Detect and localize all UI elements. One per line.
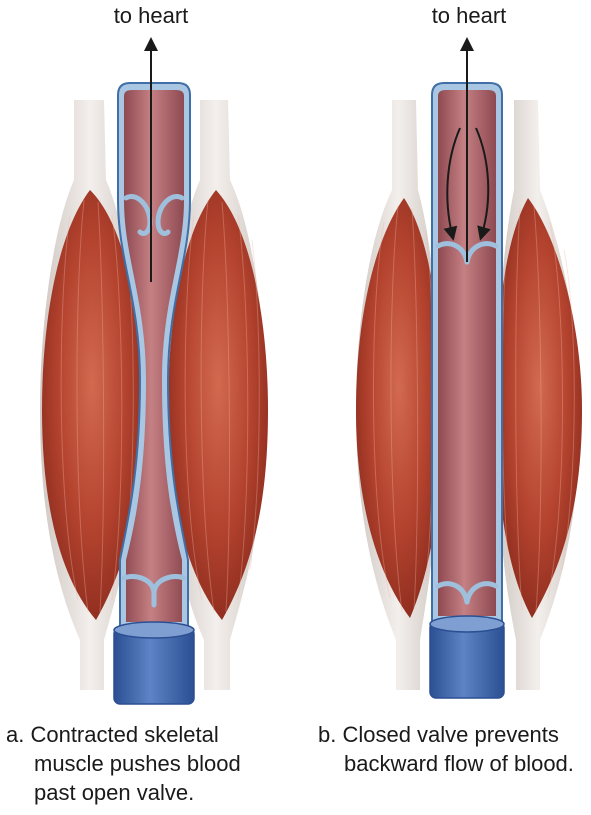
panel-b-top-label: to heart — [369, 2, 569, 30]
panel-a — [40, 44, 268, 704]
panel-a-top-label: to heart — [51, 2, 251, 30]
panel-b — [356, 44, 582, 698]
panel-b-caption-line-2: backward flow of blood. — [318, 749, 574, 778]
panel-a-caption-line-1: a. Contracted skeletal — [6, 720, 241, 749]
panel-b-right-muscle — [496, 100, 582, 690]
panel-b-left-muscle — [356, 100, 442, 690]
panel-a-caption-line-2: muscle pushes blood — [6, 749, 241, 778]
panel-b-caption-line-1: b. Closed valve prevents — [318, 720, 574, 749]
panel-a-caption: a. Contracted skeletal muscle pushes blo… — [6, 720, 241, 807]
panel-b-caption: b. Closed valve prevents backward flow o… — [318, 720, 574, 778]
panel-a-caption-line-3: past open valve. — [6, 778, 241, 807]
